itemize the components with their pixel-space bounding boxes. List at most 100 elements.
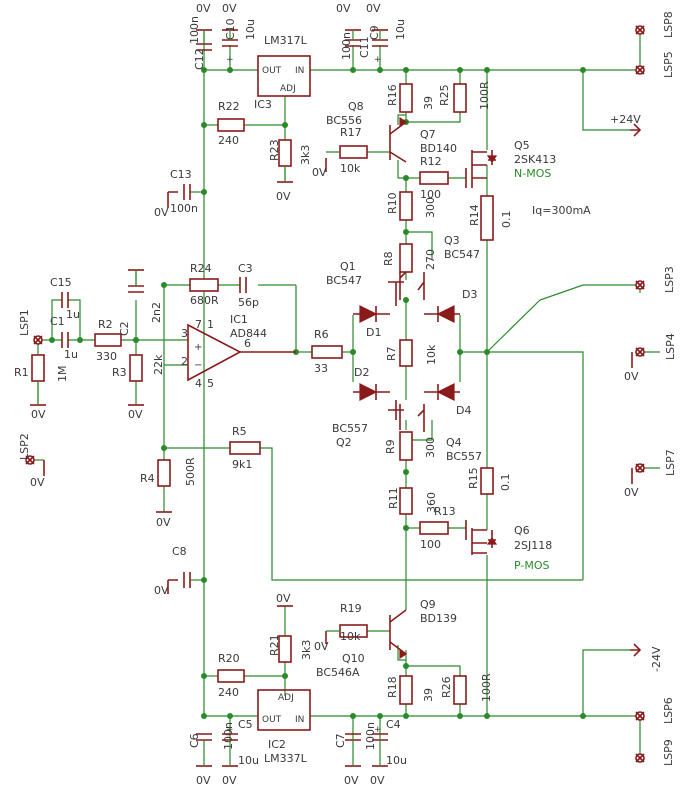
d1-label: D1 [366,326,381,339]
gnd-label: 0V [154,206,169,219]
r20-value: 240 [218,686,239,699]
terminal-lsp8: LSP8 [635,11,675,38]
resistor-r14 [480,195,494,241]
ic1-pin1-label: 1 [207,318,214,331]
speaker-terminals: LSP1 LSP2 LSP8 LSP5 LSP3 LSP4 LSP7 LSP6 [18,11,677,766]
r17-label: R17 [340,126,362,139]
p-mos-label: P-MOS [514,559,550,572]
ground-r1: 0V [30,404,46,421]
r22-value: 240 [218,134,239,147]
ic1-part-label: AD844 [230,327,267,340]
ground-r23: 0V [276,181,293,203]
c9-label: C9 [368,25,381,40]
terminal-lsp7: LSP7 [635,449,677,476]
q10-label: Q10 [342,652,365,665]
capacitor-c9: + C9 10u [368,19,407,65]
ic2-out-pin-label: OUT [262,715,282,725]
terminal-lsp5: LSP5 [635,51,675,78]
diode-d1: D1 [353,305,390,339]
c7-value: 100n [364,722,377,750]
c10-label: C10 [224,18,237,40]
q1-part: BC547 [326,274,362,287]
gnd-label: 0V [624,370,639,383]
c4-value: 10u [386,754,407,767]
ic3-part-label: LM317L [264,34,308,47]
c2-label: C2 [118,321,131,336]
q8-label: Q8 [348,100,364,113]
gnd-label: 0V [30,476,45,489]
regulator-ic3: OUT IN ADJ LM317L IC3 [254,34,311,111]
gnd-label: 0V [276,592,291,605]
lsp1-label: LSP1 [18,309,31,336]
r19-value: 10k [340,630,361,643]
grounds: 0V 0V 0V 0V 0V 0V 0V 0V 0V 0V 0V 0V 0V 0… [30,2,639,787]
d4-label: D4 [456,404,471,417]
ground-c8: 0V [154,579,178,597]
ground-lsp2: 0V [30,460,45,489]
c6-value: 100n [222,722,235,750]
capacitor-c8: C8 [172,545,191,588]
r1-label: R1 [14,366,29,379]
r23-label: R23 [268,139,281,161]
capacitor-c6: C6 100n [188,722,235,750]
c12-value: 100n [188,16,201,44]
resistor-r18 [399,675,413,705]
c5-value: 10u [238,754,259,767]
r16-label: R16 [386,84,399,106]
svg-text:+: + [374,55,382,65]
resistor-r16 [399,83,413,113]
svg-text:+: + [194,342,202,353]
resistor-r15 [480,467,494,495]
quiescent-current-label: Iq=300mA [532,204,591,217]
ic1-pin4-label: 4 [195,377,202,390]
capacitor-c4: + C4 10u [372,718,407,767]
supply-neg-label: -24V [650,646,663,672]
diode-d4: D4 [424,383,471,417]
r13-label: R13 [434,505,456,518]
capacitor-c3: C3 56p [238,262,259,309]
r9-value: 300 [424,437,437,458]
r8-label: R8 [382,251,395,266]
svg-text:+: + [374,725,382,735]
c2-value: 2n2 [150,302,163,323]
r3-value: 22k [152,354,165,375]
resistor-r8 [399,243,413,273]
resistor-r9 [399,431,413,461]
r21-label: R21 [268,634,281,656]
c9-value: 10u [394,19,407,40]
ground-top-c11: 0V [336,2,361,31]
r6-value: 33 [314,362,328,375]
ground-bot-c7: 0V [344,765,361,787]
lsp5-label: LSP5 [662,51,675,78]
ic2-adj-pin-label: ADJ [278,693,294,703]
c4-label: C4 [386,718,401,731]
junctions [49,67,586,719]
transistor-q4: Q4 BC557 [417,404,482,463]
q7-part: BD140 [420,142,457,155]
gnd-label: 0V [128,408,143,421]
resistor-r25 [453,83,467,113]
ic1-pin3-label: 3 [181,327,188,340]
terminal-lsp6: LSP6 [635,697,675,724]
ic3-adj-pin-label: ADJ [280,84,296,94]
r1-value: 1M [56,366,69,383]
transistors: Q8 BC556 Q7 BD140 Q5 2SK413 N-MOS Q1 BC5… [316,100,556,679]
supply-pos-label: +24V [610,113,641,126]
d3-label: D3 [462,288,477,301]
r4-label: R4 [140,472,155,485]
capacitor-c10: + C10 10u [222,18,257,65]
r25-value: 100R [478,81,491,110]
resistor-r17 [339,145,368,159]
diode-d2: D2 [353,366,390,401]
ic3-in-pin-label: IN [295,66,304,76]
transistor-q2: BC557 Q2 [332,400,404,449]
gnd-label: 0V [31,408,46,421]
c1-value: 1u [64,348,78,361]
ic2-part-label: LM337L [264,752,308,765]
ground-c13: 0V [154,191,178,219]
r6-label: R6 [314,328,329,341]
capacitors: C12 100n + C10 10u 100n C11 + C9 10u C13… [50,16,407,767]
resistor-r13 [419,521,449,535]
lsp7-label: LSP7 [664,449,677,476]
c3-label: C3 [238,262,253,275]
